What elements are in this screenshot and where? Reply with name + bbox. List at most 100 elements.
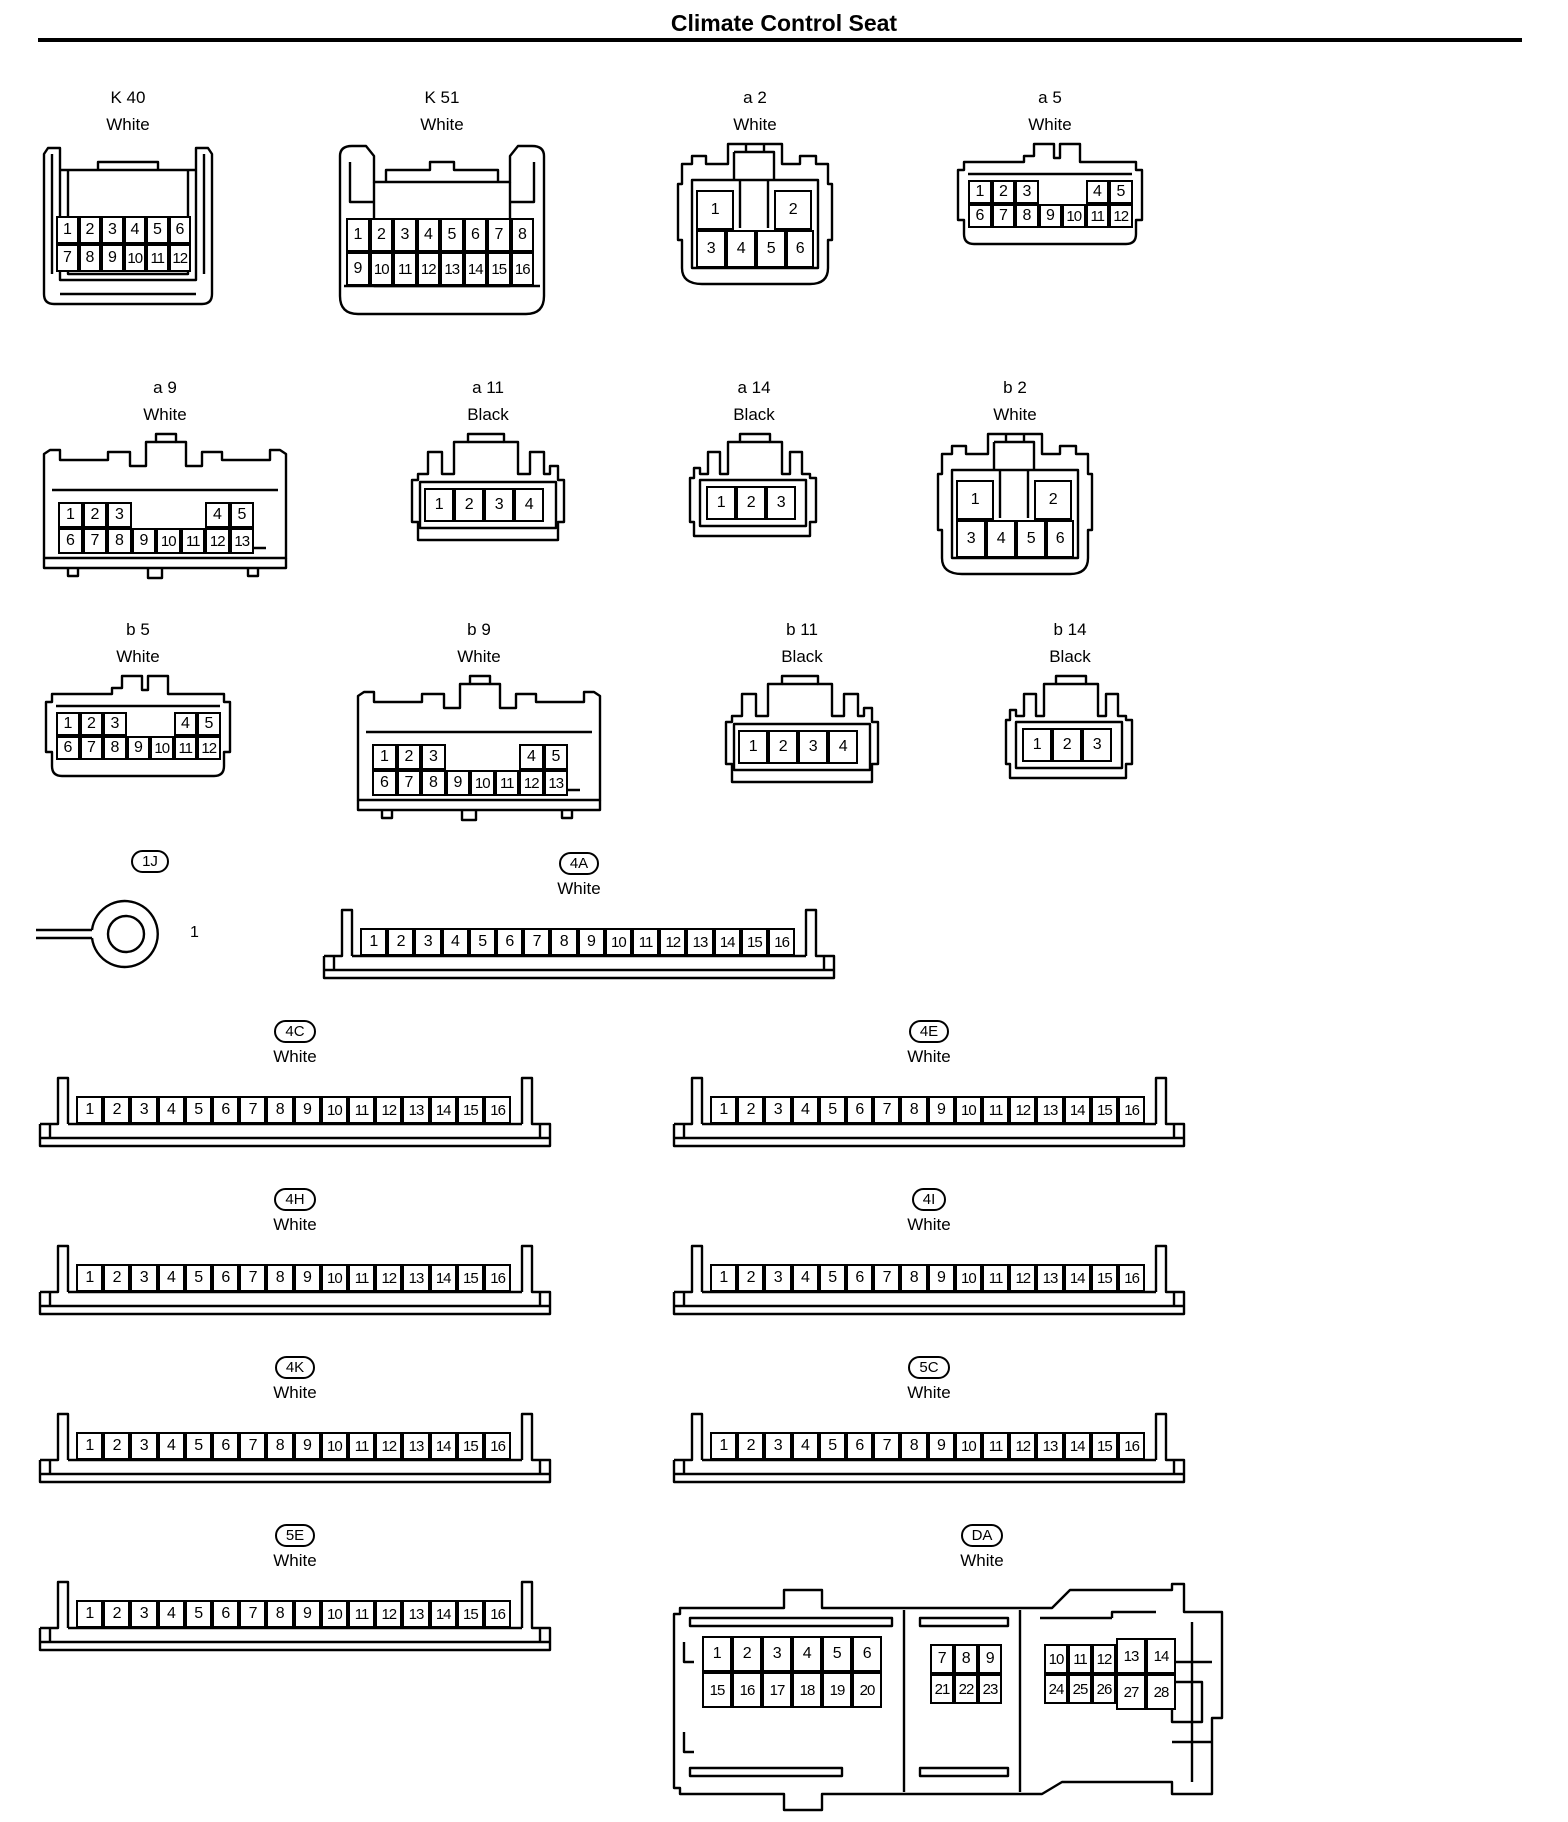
pin-cell: 1 xyxy=(76,1264,104,1292)
connector-code-text: 4I xyxy=(911,1188,947,1211)
pin-cell: 4 xyxy=(792,1636,822,1672)
pin-cell: 9 xyxy=(927,1264,955,1292)
pin-cell: 12 xyxy=(1009,1096,1037,1124)
housing-line xyxy=(356,800,602,812)
pin-cell: 10 xyxy=(954,1264,982,1292)
pin-cell: 10 xyxy=(320,1096,348,1124)
pin-cell: 2 xyxy=(387,928,415,956)
housing-line xyxy=(682,1732,694,1754)
pin-cell: 12 xyxy=(1109,204,1133,228)
connector-color-label: White xyxy=(907,1047,951,1066)
pin-cell: 7 xyxy=(239,1096,267,1124)
ring-terminal-hole xyxy=(106,914,146,954)
pin-cell: 12 xyxy=(659,928,687,956)
housing-line xyxy=(956,142,1144,246)
pin-cell: 3 xyxy=(764,1096,792,1124)
pin-cell: 9 xyxy=(293,1096,321,1124)
pin-cell: 14 xyxy=(1063,1432,1091,1460)
pin-cell: 8 xyxy=(900,1096,928,1124)
pin-cell: 6 xyxy=(58,528,83,554)
connector-color-label: Black xyxy=(467,405,509,424)
pin-cell: 6 xyxy=(968,204,992,228)
housing-line xyxy=(90,899,159,969)
connector-housing-outline xyxy=(38,1076,552,1148)
pin-cell: 4 xyxy=(1085,180,1109,204)
pin-cell: 1 xyxy=(956,480,994,520)
pin-cell: 15 xyxy=(456,1432,484,1460)
housing-line xyxy=(146,568,164,580)
pin-cell: 9 xyxy=(445,770,470,796)
housing-line xyxy=(44,674,232,778)
pin-cell: 14 xyxy=(463,252,487,286)
pin-cell: 11 xyxy=(146,244,169,272)
pin-cell: 3 xyxy=(130,1432,158,1460)
pin-cell: 5 xyxy=(146,216,169,244)
pin-cell: 2 xyxy=(1052,728,1082,762)
housing-line xyxy=(734,150,776,180)
pin-cell: 16 xyxy=(484,1432,512,1460)
connector-code-label: 1J xyxy=(80,850,220,873)
pin-cell: 11 xyxy=(1085,204,1109,228)
pin-cell: 2 xyxy=(103,1096,131,1124)
housing-line xyxy=(1170,1680,1204,1724)
housing-line xyxy=(246,568,260,578)
pin-cell: 12 xyxy=(375,1264,403,1292)
connector-code-text: 4H xyxy=(274,1188,316,1211)
housing-line xyxy=(950,468,1080,560)
pin-cell: 6 xyxy=(496,928,524,956)
connector-color-label: White xyxy=(106,115,150,134)
housing-line xyxy=(40,1244,70,1294)
pin-cell: 8 xyxy=(900,1432,928,1460)
pin-cell: 14 xyxy=(429,1096,457,1124)
pin-cell: 2 xyxy=(396,744,421,770)
pin-cell: 5 xyxy=(197,712,221,736)
connector-code-label: a 14 xyxy=(737,378,771,397)
pin-cell: 13 xyxy=(229,528,254,554)
pin-cell: 1 xyxy=(58,502,83,528)
pin-cell: 2 xyxy=(774,190,812,230)
pin-cell: 14 xyxy=(713,928,741,956)
pin-cell: 7 xyxy=(239,1600,267,1628)
pin-cell: 15 xyxy=(487,252,511,286)
connector-color-label: White xyxy=(143,405,187,424)
pin-cell: 3 xyxy=(130,1096,158,1124)
housing-line xyxy=(460,810,478,822)
pin-cell: 15 xyxy=(1090,1096,1118,1124)
pin-cell: 5 xyxy=(184,1600,212,1628)
housing-line xyxy=(560,810,574,820)
pin-cell: 6 xyxy=(212,1264,240,1292)
pin-cell: 7 xyxy=(56,244,79,272)
connector-code-label: b 11 xyxy=(786,620,818,639)
pin-cell: 2 xyxy=(991,180,1015,204)
housing-line xyxy=(674,1076,704,1126)
pin-cell: 5 xyxy=(1109,180,1133,204)
pin-cell: 1 xyxy=(696,190,734,230)
connector-code-text: 5C xyxy=(908,1356,950,1379)
pin-cell: 3 xyxy=(762,1636,792,1672)
pin-cell: 14 xyxy=(429,1264,457,1292)
pin-cell: 8 xyxy=(1015,204,1039,228)
pin-cell: 4 xyxy=(173,712,197,736)
pin-cell: 3 xyxy=(101,216,124,244)
housing-line xyxy=(510,162,536,204)
pin-cell: 16 xyxy=(732,1672,762,1708)
housing-line xyxy=(918,1766,1010,1778)
pin-cell: 3 xyxy=(764,1264,792,1292)
connector-code-label: a 11 xyxy=(472,378,504,397)
connector-code-label: 4A xyxy=(322,852,836,875)
pin-cell: 10 xyxy=(369,252,393,286)
pin-cell: 11 xyxy=(494,770,519,796)
pin-cell: 25 xyxy=(1068,1674,1092,1704)
pin-cell: 4 xyxy=(416,218,440,252)
pin-cell: 11 xyxy=(982,1264,1010,1292)
pin-cell: 15 xyxy=(456,1600,484,1628)
